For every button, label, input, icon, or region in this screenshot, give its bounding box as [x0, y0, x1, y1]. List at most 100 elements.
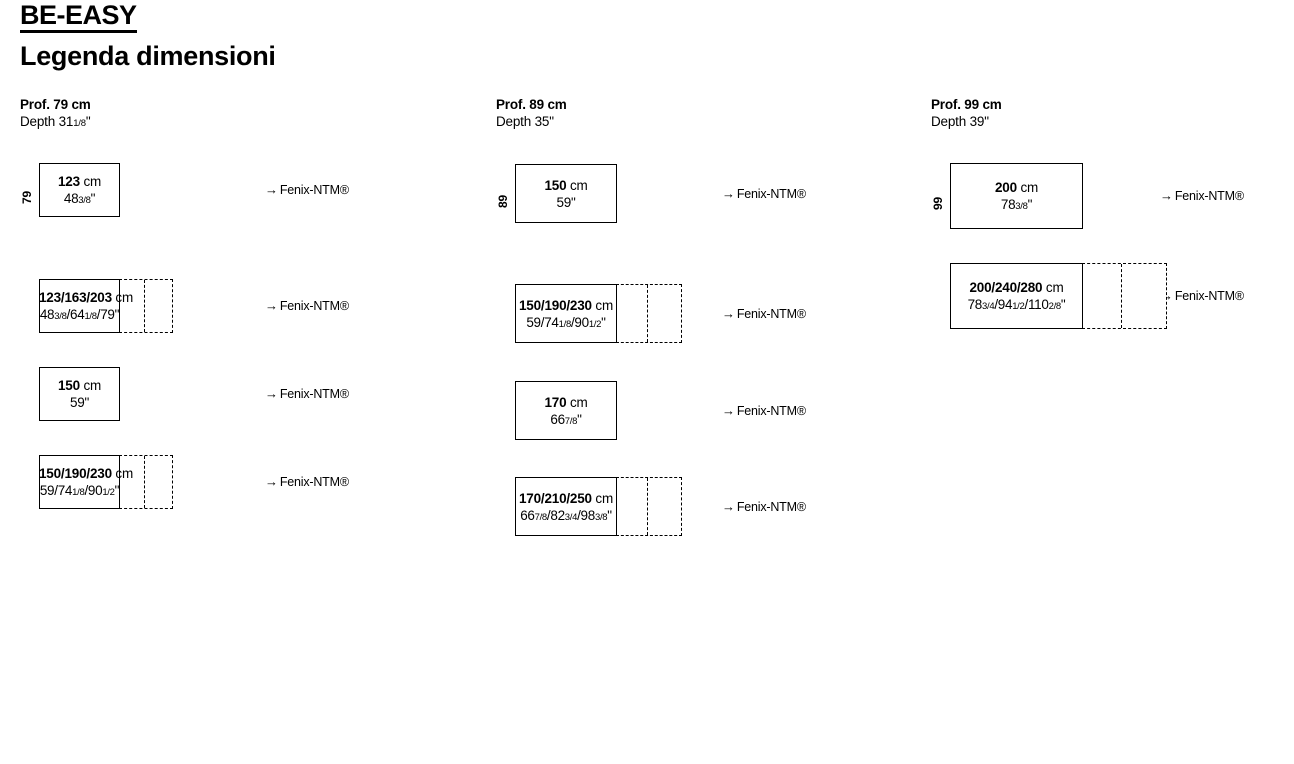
fraction: 1/2	[1012, 301, 1025, 312]
product-title: BE-EASY	[20, 0, 137, 33]
dimension-inches: 783/8"	[1000, 197, 1033, 212]
unit-cm: cm	[1042, 280, 1064, 295]
fraction: 1/8	[72, 487, 85, 498]
unit-cm: cm	[1016, 180, 1039, 195]
material-callout: →Fenix-NTM®	[265, 386, 349, 402]
dimension-inches: 483/8/641/8/79"	[39, 307, 120, 322]
dimension-inches: 59/741/8/901/2"	[526, 314, 606, 330]
legend-title: Legenda dimensioni	[20, 41, 276, 71]
arrow-icon: →	[722, 305, 735, 321]
unit-cm: cm	[566, 177, 588, 193]
unit-cm: cm	[111, 290, 134, 305]
module-base-outline	[515, 284, 617, 343]
fraction: 1/8	[558, 318, 572, 330]
material-name: Fenix-NTM®	[1174, 289, 1244, 303]
dimension-cm: 150 cm	[57, 378, 102, 393]
material-name: Fenix-NTM®	[279, 475, 349, 489]
dimension-cm: 123/163/203 cm	[39, 290, 134, 305]
material-name: Fenix-NTM®	[279, 183, 349, 197]
material-callout: →Fenix-NTM®	[722, 499, 806, 515]
depth-axis-label: 79	[20, 191, 34, 204]
module-extension-outline	[119, 455, 173, 509]
module-dimension-label: 200/240/280 cm 783/4/941/2/1102/8"	[950, 279, 1083, 315]
unit-cm: cm	[79, 174, 102, 189]
dimension-cm: 200/240/280 cm	[969, 280, 1064, 295]
depth-axis-label: 99	[931, 197, 945, 210]
arrow-icon: →	[265, 386, 278, 401]
material-callout: →Fenix-NTM®	[265, 298, 349, 314]
unit-cm: cm	[79, 378, 102, 393]
material-callout: →Fenix-NTM®	[722, 306, 806, 322]
module-base-outline	[39, 455, 120, 509]
material-callout: →Fenix-NTM®	[265, 474, 349, 490]
unit-cm: cm	[566, 394, 588, 410]
module-dimension-label: 150 cm 59"	[39, 377, 120, 411]
title-block: BE-EASY Legenda dimensioni	[20, 0, 276, 73]
column-prof-label: Prof. 99 cm	[931, 97, 1002, 112]
fraction: 3/4	[564, 511, 578, 523]
module-base-outline	[515, 477, 617, 536]
fraction: 1/8	[84, 311, 97, 322]
fraction: 7/8	[564, 415, 578, 427]
material-name: Fenix-NTM®	[279, 299, 349, 313]
dimension-cm: 150 cm	[544, 177, 588, 193]
material-callout: →Fenix-NTM®	[1160, 188, 1244, 204]
dimension-inches: 783/4/941/2/1102/8"	[967, 297, 1066, 312]
module-base-outline	[39, 279, 120, 333]
arrow-icon: →	[722, 185, 735, 201]
material-name: Fenix-NTM®	[736, 403, 806, 418]
dimension-inches: 667/8"	[550, 411, 582, 427]
fraction: 1/2	[588, 318, 602, 330]
fraction: 1/8	[73, 118, 86, 129]
fraction: 1/2	[102, 487, 115, 498]
material-name: Fenix-NTM®	[1174, 189, 1244, 203]
fraction: 3/8	[54, 311, 67, 322]
arrow-icon: →	[265, 474, 278, 489]
module-extension-divider	[647, 478, 648, 535]
fraction: 7/8	[534, 511, 548, 523]
module-base-outline	[39, 163, 120, 217]
depth-axis-label: 89	[496, 194, 510, 208]
material-callout: →Fenix-NTM®	[722, 186, 806, 202]
arrow-icon: →	[265, 182, 278, 197]
module-extension-divider	[1121, 264, 1122, 328]
material-name: Fenix-NTM®	[736, 186, 806, 201]
material-callout: →Fenix-NTM®	[1160, 288, 1244, 304]
dimension-cm: 123 cm	[57, 174, 102, 189]
arrow-icon: →	[1160, 188, 1173, 203]
column-header: Prof. 99 cm Depth 39"	[931, 96, 1002, 131]
material-callout: →Fenix-NTM®	[722, 403, 806, 419]
module-extension-outline	[616, 477, 682, 536]
module-extension-divider	[144, 280, 145, 332]
material-name: Fenix-NTM®	[736, 499, 806, 514]
dimension-inches: 667/8/823/4/983/8"	[520, 507, 612, 523]
fraction: 3/8	[1015, 201, 1028, 212]
arrow-icon: →	[265, 298, 278, 313]
column-depth-label: Depth 311/8"	[20, 114, 91, 129]
dimension-cm: 170 cm	[544, 394, 588, 410]
unit-cm: cm	[591, 297, 614, 313]
dimension-inches: 59"	[70, 395, 89, 410]
dimension-cm: 150/190/230 cm	[39, 466, 134, 481]
module-base-outline	[515, 381, 617, 440]
arrow-icon: →	[722, 402, 735, 418]
fraction: 3/4	[982, 301, 995, 312]
column-depth-label: Depth 35"	[496, 114, 554, 129]
module-base-outline	[515, 164, 617, 223]
module-extension-divider	[647, 285, 648, 342]
module-extension-outline	[119, 279, 173, 333]
column-depth-label: Depth 39"	[931, 114, 989, 129]
module-base-outline	[39, 367, 120, 421]
fraction: 2/8	[1048, 301, 1062, 312]
material-name: Fenix-NTM®	[279, 387, 349, 401]
module-base-outline	[950, 263, 1083, 329]
dimension-cm: 170/210/250 cm	[518, 490, 614, 506]
fraction: 3/8	[78, 195, 91, 206]
unit-cm: cm	[591, 490, 614, 506]
